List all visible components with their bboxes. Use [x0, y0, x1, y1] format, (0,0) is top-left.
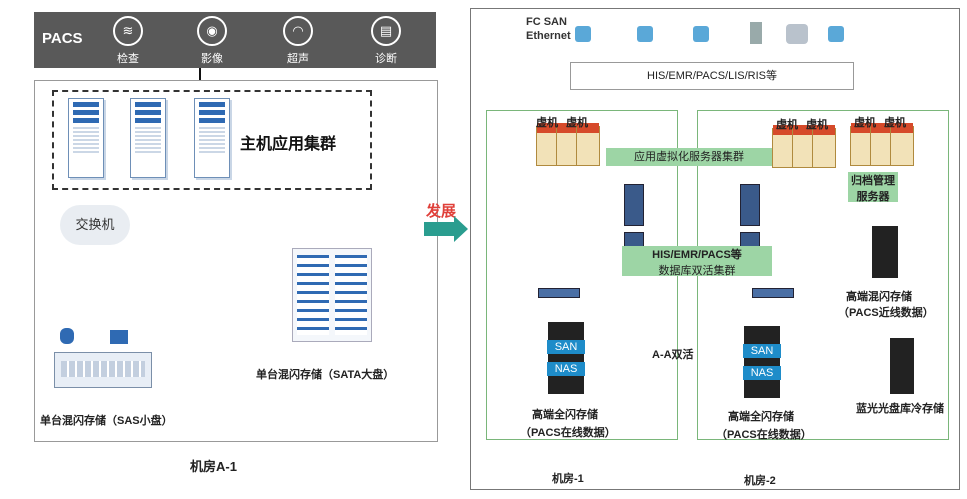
vm-server-icon	[812, 125, 836, 168]
server-icon	[68, 98, 104, 178]
ct-scan-icon: ◉	[197, 16, 227, 46]
dna-icon: ≋	[113, 16, 143, 46]
pacs-item-ultrasound[interactable]: ◠ 超声	[272, 16, 324, 66]
db-active-cluster: HIS/EMR/PACS等 数据库双活集群	[622, 246, 772, 277]
vm-label-left: 虚机	[536, 117, 558, 129]
ultrasound-icon: ◠	[283, 16, 313, 46]
sata-storage-rack	[292, 248, 372, 342]
aa-active-label: A-A双活	[652, 349, 694, 361]
nas-badge-right: NAS	[743, 366, 781, 380]
switch-label: 交换机	[75, 217, 115, 232]
legend-fc-san: FC SAN	[526, 16, 567, 28]
develop-label: 发展	[426, 203, 457, 220]
sas-storage-label: 单台混闪存储（SAS小盘）	[40, 415, 173, 427]
cluster-label: 主机应用集群	[240, 136, 337, 153]
medical-device-icon	[750, 22, 762, 44]
right-storage-line1: 高端全闪存储	[728, 411, 794, 423]
vm-label-mid-2: 虚机	[806, 119, 828, 131]
san-switch-icon	[752, 288, 794, 298]
his-systems-bar: HIS/EMR/PACS/LIS/RIS等	[570, 62, 854, 90]
nas-badge-left: NAS	[547, 362, 585, 376]
folder-icon	[110, 330, 128, 344]
pacs-item-diagnosis[interactable]: ▤ 诊断	[360, 16, 412, 66]
legend-ethernet: Ethernet	[526, 30, 571, 42]
all-flash-storage-right	[744, 326, 780, 398]
hybrid-label-line2: （PACS近线数据）	[838, 307, 934, 319]
hybrid-label-line1: 高端混闪存储	[846, 291, 912, 303]
pacs-toolbar: PACS ≋ 检查 ◉ 影像 ◠ 超声 ▤ 诊断	[34, 12, 436, 68]
san-switch-icon	[538, 288, 580, 298]
db-server-icon	[740, 184, 760, 226]
server-icon	[194, 98, 230, 178]
room-2-label: 机房-2	[744, 475, 776, 487]
vm-label-left-2: 虚机	[566, 117, 588, 129]
archive-label-line2: 服务器	[856, 191, 890, 203]
archive-label-line1: 归档管理	[851, 175, 895, 187]
client-icon	[637, 26, 653, 42]
db-server-icon	[624, 184, 644, 226]
client-icon	[828, 26, 844, 42]
sas-storage-box	[54, 352, 152, 388]
pacs-item-imaging[interactable]: ◉ 影像	[186, 16, 238, 66]
all-flash-storage-left	[548, 322, 584, 394]
pacs-item-exam[interactable]: ≋ 检查	[102, 16, 154, 66]
pacs-item-label: 诊断	[375, 53, 397, 65]
pacs-item-label: 影像	[201, 53, 223, 65]
vm-label-mid: 虚机	[776, 119, 798, 131]
sata-storage-label: 单台混闪存储（SATA大盘）	[256, 369, 395, 381]
app-virtualization-cluster: 应用虚拟化服务器集群	[606, 148, 772, 166]
room-a1-label: 机房A-1	[190, 459, 237, 474]
vm-label-archive: 虚机	[854, 117, 876, 129]
room-1-label: 机房-1	[552, 473, 584, 485]
host-app-cluster: 主机应用集群	[52, 90, 372, 190]
right-storage-line2: （PACS在线数据）	[716, 429, 812, 441]
vm-label-archive-2: 虚机	[884, 117, 906, 129]
vm-server-icon	[890, 123, 914, 166]
develop-arrow-icon	[424, 216, 468, 242]
bluray-library	[890, 338, 914, 394]
archive-server-label: 归档管理 服务器	[848, 172, 898, 203]
database-icon	[60, 328, 74, 344]
clipboard-icon: ▤	[371, 16, 401, 46]
client-icon	[693, 26, 709, 42]
scanner-icon	[786, 24, 808, 44]
hybrid-flash-storage	[872, 226, 898, 278]
switch-cloud: 交换机	[60, 205, 130, 245]
san-badge-left: SAN	[547, 340, 585, 354]
vm-server-icon	[576, 123, 600, 166]
pacs-title: PACS	[42, 30, 83, 47]
san-badge-right: SAN	[743, 344, 781, 358]
pacs-item-label: 检查	[117, 53, 139, 65]
left-storage-line1: 高端全闪存储	[532, 409, 598, 421]
server-icon	[130, 98, 166, 178]
db-cluster-line2: 数据库双活集群	[658, 265, 736, 277]
bluray-label: 蓝光光盘库冷存储	[856, 403, 944, 415]
db-cluster-line1: HIS/EMR/PACS等	[652, 249, 742, 261]
left-storage-line2: （PACS在线数据）	[520, 427, 616, 439]
pacs-item-label: 超声	[287, 53, 309, 65]
client-icon	[575, 26, 591, 42]
